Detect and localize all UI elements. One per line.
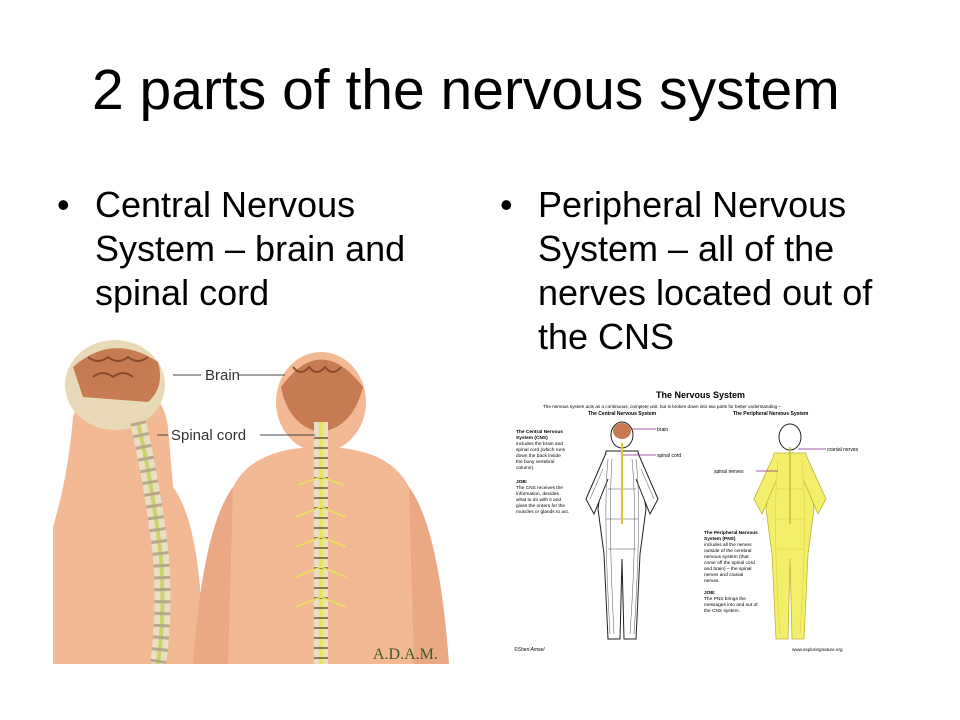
svg-text:come off the spinal cord: come off the spinal cord [704,560,755,566]
label-spinal-cord-small: spinal cord [657,453,681,459]
svg-text:System (PNS): System (PNS) [704,536,736,542]
svg-text:The Central Nervous: The Central Nervous [516,429,563,435]
svg-text:JOB:: JOB: [704,590,716,596]
bullet-pns: • Peripheral Nervous System – all of the… [500,183,920,359]
svg-text:The PNS brings the: The PNS brings the [704,596,746,602]
credit-text: ©Sheri Amsel [514,646,545,653]
bullet-text: Central Nervous System – brain and spina… [95,184,406,313]
svg-text:spinal cord (which runs: spinal cord (which runs [516,447,566,453]
svg-text:what to do with it and: what to do with it and [516,497,561,503]
adam-watermark: A.D.A.M. [373,646,438,663]
svg-text:and brain) – the spinal: and brain) – the spinal [704,566,751,572]
bullet-marker: • [500,184,513,225]
label-brain: Brain [205,367,240,384]
slide-title: 2 parts of the nervous system [92,58,840,122]
svg-text:the bony vertebral: the bony vertebral [516,459,554,465]
diagram-heading: The Nervous System [656,390,745,400]
cns-anatomy-illustration: Brain Spinal cord A.D.A.M. [53,327,468,664]
svg-text:The Peripheral Nervous: The Peripheral Nervous [704,530,758,536]
url-text: www.exploringnature.org [792,647,843,652]
svg-text:information, decides: information, decides [516,491,560,497]
svg-text:includes the brain and: includes the brain and [516,441,563,447]
svg-text:nerves.: nerves. [704,578,720,584]
nervous-system-diagram: The Nervous System The nervous system ac… [508,389,868,653]
label-spinal-cord: Spinal cord [171,427,246,444]
bullet-text: Peripheral Nervous System – all of the n… [538,184,873,357]
cns-description: The Central Nervous System (CNS) include… [516,429,569,515]
svg-text:down the back inside: down the back inside [516,453,561,459]
svg-text:gives the orders for the: gives the orders for the [516,503,565,509]
cns-figure [585,421,659,640]
svg-text:the CNS system.: the CNS system. [704,608,740,614]
cns-title: The Central Nervous System [588,411,657,417]
diagram-intro: The nervous system acts as a continuous,… [543,404,781,409]
pns-figure [753,423,827,640]
bullet-marker: • [57,184,70,225]
svg-text:JOB:: JOB: [516,479,528,485]
pns-title: The Peripheral Nervous System [733,411,809,417]
svg-text:outside of the cerebral: outside of the cerebral [704,548,751,554]
svg-text:column).: column). [516,465,534,471]
pns-description: The Peripheral Nervous System (PNS) incl… [704,530,758,614]
label-cranial-nerves: cranial nerves [827,447,859,453]
svg-text:muscles or glands to act.: muscles or glands to act. [516,509,569,515]
svg-text:The CNS receives the: The CNS receives the [516,485,563,491]
bullet-cns: • Central Nervous System – brain and spi… [57,183,477,315]
svg-text:messages into and out of: messages into and out of [704,602,758,608]
svg-text:System (CNS): System (CNS) [516,435,548,441]
label-spinal-nerves: spinal nerves [714,469,744,475]
label-brain-small: brain [657,427,668,433]
svg-text:nervous system (that: nervous system (that [704,554,749,560]
svg-text:nerves and cranial: nerves and cranial [704,572,743,578]
svg-text:includes all the nerves: includes all the nerves [704,542,752,548]
